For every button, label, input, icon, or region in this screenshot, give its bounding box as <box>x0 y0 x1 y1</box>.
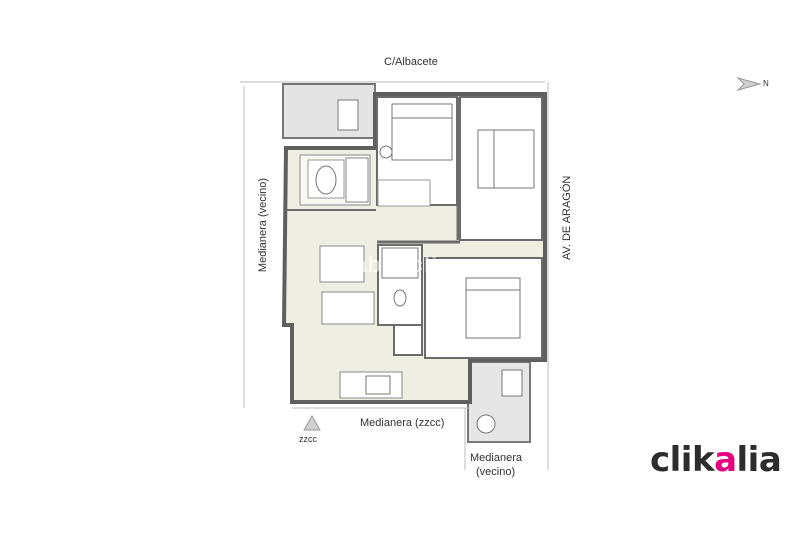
north-arrow-icon <box>736 77 762 91</box>
toilet <box>393 289 407 307</box>
street-right-label: AV. DE ARAGÓN <box>561 175 573 260</box>
logo-accent: a <box>714 440 737 480</box>
bottom-right-label-line1: Medianera <box>470 452 522 464</box>
street-top-label: C/Albacete <box>384 56 438 68</box>
north-label: N <box>763 79 769 88</box>
lamp <box>379 145 393 159</box>
bathtub <box>381 247 419 279</box>
clikalia-logo: clikalia <box>650 440 782 480</box>
bottom-center-label: Medianera (zzcc) <box>360 417 445 429</box>
watermark: habitaclia <box>340 252 452 277</box>
coffee-table <box>315 165 337 195</box>
terrace-chair <box>337 99 359 131</box>
terrace-plant <box>476 414 496 434</box>
stove <box>365 375 391 395</box>
terrace-top-left <box>282 83 376 139</box>
desk <box>377 179 431 207</box>
bottom-right-label-line2: (vecino) <box>476 466 516 478</box>
kitchen-counter <box>321 291 375 325</box>
bed-bottom-right <box>465 277 521 339</box>
bed-top-right <box>477 129 535 189</box>
entrance-marker-icon <box>303 414 321 431</box>
zzcc-label: zzcc <box>299 434 317 444</box>
left-side-label: Medianera (vecino) <box>257 177 269 273</box>
closet <box>393 324 423 356</box>
logo-part2: lia <box>736 440 782 480</box>
terrace-seat <box>501 369 523 397</box>
logo-part1: clik <box>650 440 715 480</box>
bed-top-middle <box>391 103 453 161</box>
dining-table <box>319 245 365 283</box>
armchair <box>345 157 369 203</box>
